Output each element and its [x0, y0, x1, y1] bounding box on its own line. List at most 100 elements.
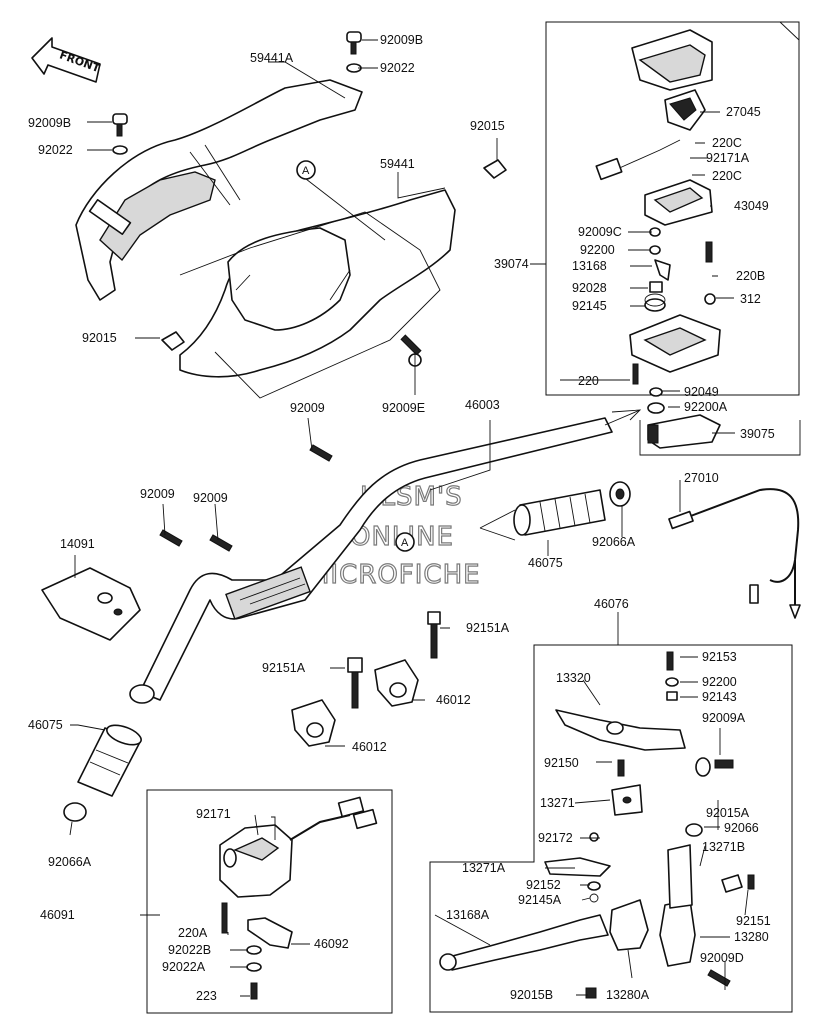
label-92022A: 92022A: [162, 960, 206, 974]
master-cylinder-13280A: [609, 899, 649, 951]
grip-end-92066A-right: [609, 481, 631, 507]
grip-end-92066A-left: [63, 802, 87, 822]
label-92143: 92143: [702, 690, 737, 704]
holder-46012-right: [374, 659, 419, 707]
label-92150: 92150: [544, 756, 579, 770]
leader-lines: [69, 39, 749, 997]
circle-marker-a-bottom: A: [395, 532, 415, 552]
handlebar: [129, 417, 613, 704]
screw-92009-b: [209, 534, 233, 552]
label-92009-mid: 92009: [290, 401, 325, 415]
label-27010: 27010: [684, 471, 719, 485]
label-43049: 43049: [734, 199, 769, 213]
label-46092: 46092: [314, 937, 349, 951]
label-92152: 92152: [526, 878, 561, 892]
lever-46092: [247, 917, 293, 949]
label-312: 312: [740, 292, 761, 306]
label-223: 223: [196, 989, 217, 1003]
label-92009A: 92009A: [702, 711, 746, 725]
label-92022-left: 92022: [38, 143, 73, 157]
label-92015A: 92015A: [706, 806, 750, 820]
label-92200-r: 92200: [702, 675, 737, 689]
label-13271: 13271: [540, 796, 575, 810]
label-39075: 39075: [740, 427, 775, 441]
handlebar-cover-upper: [75, 79, 363, 301]
label-46075-right: 46075: [528, 556, 563, 570]
label-13271A: 13271A: [462, 861, 506, 875]
label-92066A-left: 92066A: [48, 855, 92, 869]
small-parts-46091: [221, 902, 262, 1000]
label-92009B-left: 92009B: [28, 116, 71, 130]
label-92200A: 92200A: [684, 400, 728, 414]
holder-46012-left: [291, 699, 336, 747]
label-92015-upper: 92015: [470, 119, 505, 133]
label-92015-lower: 92015: [82, 331, 117, 345]
label-92171: 92171: [196, 807, 231, 821]
label-13168: 13168: [572, 259, 607, 273]
label-13271B: 13271B: [702, 840, 745, 854]
label-92171A: 92171A: [706, 151, 750, 165]
label-92066: 92066: [724, 821, 759, 835]
label-220C-b: 220C: [712, 169, 742, 183]
label-92028: 92028: [572, 281, 607, 295]
screw-92009-a: [159, 529, 183, 547]
label-92145: 92145: [572, 299, 607, 313]
screw-92009E: [400, 334, 422, 367]
cover-guide-lines: [179, 211, 441, 399]
wire-connector: [595, 139, 681, 181]
fastener-92009B-top: [346, 31, 362, 73]
fastener-92009B-left: [112, 113, 128, 155]
switch-27045: [664, 89, 706, 131]
label-220: 220: [578, 374, 599, 388]
label-46012-left: 46012: [352, 740, 387, 754]
plate-13271A: [544, 857, 611, 877]
label-27045: 27045: [726, 105, 761, 119]
label-59441A: 59441A: [250, 51, 294, 65]
bolt-92151A-top: [427, 611, 441, 659]
label-92145A: 92145A: [518, 893, 562, 907]
lower-housing: [629, 314, 721, 373]
label-92009E: 92009E: [382, 401, 425, 415]
label-46003: 46003: [465, 398, 500, 412]
label-92022B: 92022B: [168, 943, 211, 957]
cover-43049: [644, 179, 713, 226]
label-92022-top: 92022: [380, 61, 415, 75]
grip-left-46075: [77, 724, 142, 797]
watermark-line-3: MICROFICHE: [307, 560, 481, 590]
label-46012-right: 46012: [436, 693, 471, 707]
label-46091: 46091: [40, 908, 75, 922]
handlebar-cover-lower: [179, 189, 456, 378]
label-14091: 14091: [60, 537, 95, 551]
box-46076: [429, 644, 793, 1013]
label-220A: 220A: [178, 926, 208, 940]
box-46091: [146, 789, 393, 1014]
spring-92145: [644, 293, 666, 312]
label-13280A: 13280A: [606, 988, 650, 1002]
clip-92015-lower: [161, 331, 185, 351]
throttle-cable: [668, 488, 801, 619]
small-parts-46076: [585, 651, 755, 999]
screw-92009-mid: [309, 444, 333, 462]
label-13168A: 13168A: [446, 908, 490, 922]
label-92009-a: 92009: [140, 487, 175, 501]
label-46075-left: 46075: [28, 718, 63, 732]
lever-13168A: [439, 914, 609, 971]
label-39074: 39074: [494, 257, 529, 271]
label-92049: 92049: [684, 385, 719, 399]
bolt-92151A-left: [347, 657, 363, 709]
switch-assembly-46091: [219, 796, 378, 898]
switch-housing-top: [631, 29, 713, 91]
label-220C-a: 220C: [712, 136, 742, 150]
svg-text:A: A: [302, 165, 310, 177]
circle-marker-a-top: A: [296, 160, 316, 180]
label-220B: 220B: [736, 269, 765, 283]
label-92153: 92153: [702, 650, 737, 664]
label-92009C: 92009C: [578, 225, 622, 239]
label-92200: 92200: [580, 243, 615, 257]
label-92015B: 92015B: [510, 988, 553, 1002]
label-92172: 92172: [538, 831, 573, 845]
label-59441: 59441: [380, 157, 415, 171]
label-92009B-top: 92009B: [380, 33, 423, 47]
